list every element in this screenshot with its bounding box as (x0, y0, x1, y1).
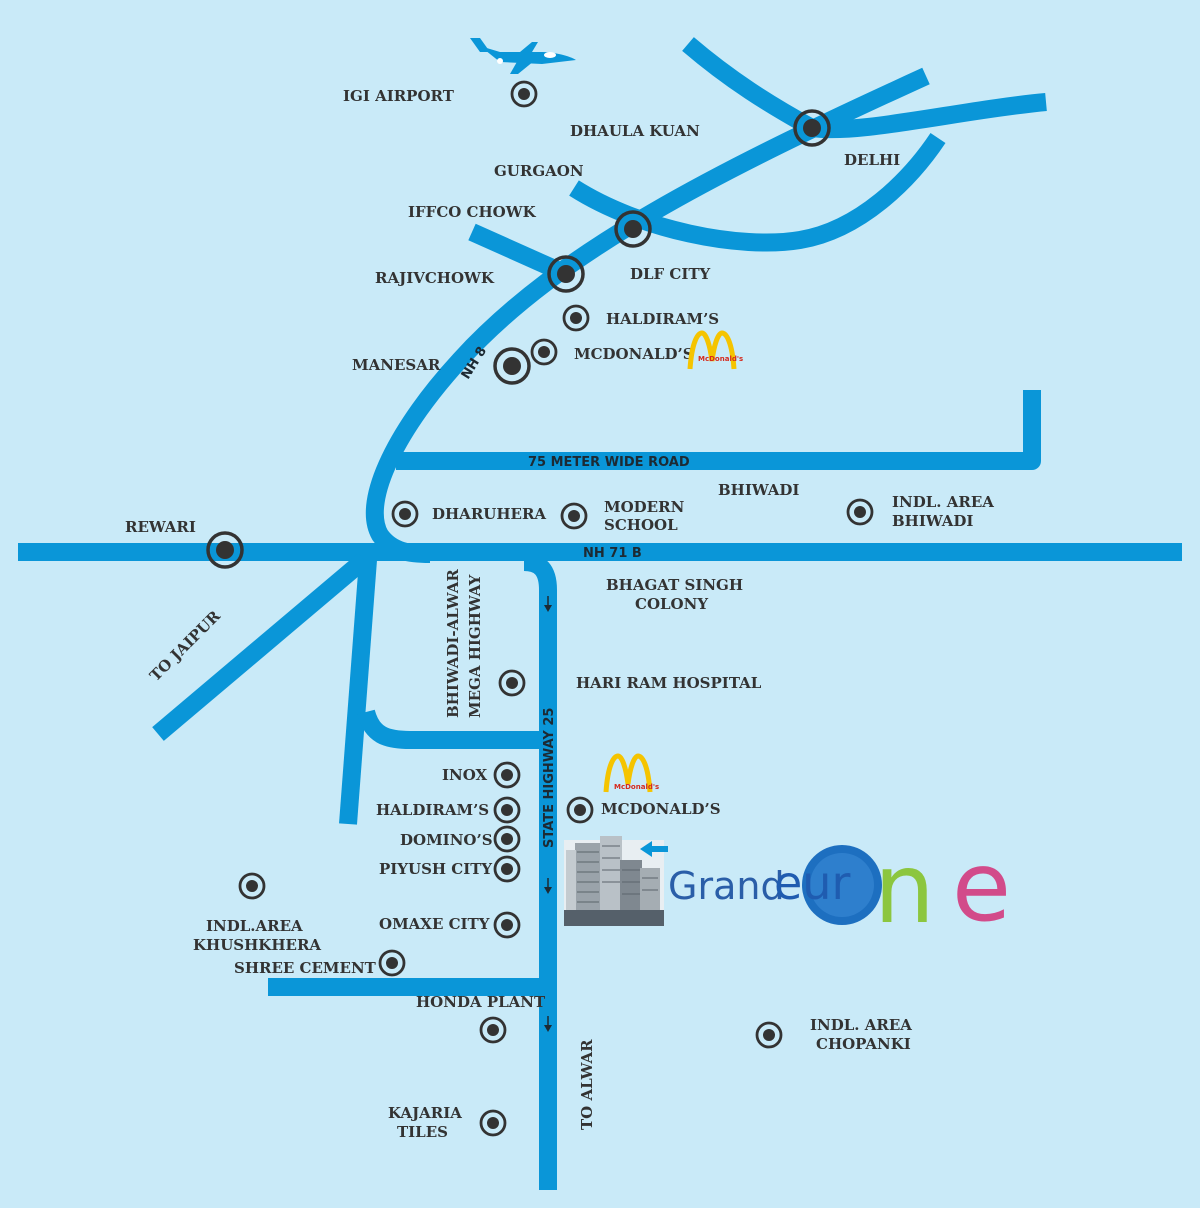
road-sh25 (523, 553, 557, 1190)
location-marker-icon (510, 80, 538, 108)
road-label-mega-2: MEGA HIGHWAY (466, 574, 484, 718)
place-labels: IGI AIRPORT DHAULA KUAN DELHI GURGAON IF… (125, 87, 994, 1141)
label-dominos: DOMINO’S (400, 831, 493, 849)
label-indl-bhiwadi-2: BHIWADI (892, 512, 973, 530)
mcdonalds-logo-icon: McDonald's (603, 753, 659, 793)
label-dhaula-kuan: DHAULA KUAN (570, 122, 700, 140)
brand-text-grand: Grand (668, 864, 785, 908)
location-marker-icon (614, 210, 652, 248)
label-chopanki-1: INDL. AREA (810, 1016, 912, 1034)
mcdonalds-logo-text: McDonald's (614, 783, 659, 791)
road-gurgaon-arc (569, 132, 946, 252)
road-75m (396, 390, 1041, 470)
label-hari-ram-hospital: HARI RAM HOSPITAL (576, 674, 762, 692)
location-marker-icon (530, 338, 558, 366)
location-marker-icon (493, 911, 521, 939)
label-indl-bhiwadi-1: INDL. AREA (892, 493, 994, 511)
label-rajivchowk: RAJIVCHOWK (375, 269, 495, 287)
road-label-nh71b: NH 71 B (583, 546, 642, 561)
label-khushkhera-2: KHUSHKHERA (193, 936, 321, 954)
arrow-down-icon (544, 1016, 552, 1032)
road-to-jaipur (152, 553, 370, 741)
location-marker-icon (238, 872, 266, 900)
road-mega-highway (339, 559, 377, 825)
location-marker-icon (846, 498, 874, 526)
arrow-left-icon (640, 841, 668, 857)
location-marker-icon (562, 304, 590, 332)
brand-text-eur: eur (774, 856, 850, 910)
arrow-down-icon (544, 878, 552, 894)
label-honda-plant: HONDA PLANT (416, 993, 546, 1011)
location-marker-icon (755, 1021, 783, 1049)
label-rewari: REWARI (125, 518, 196, 536)
location-marker-icon (547, 255, 585, 293)
road-connector (357, 709, 548, 749)
road-label-mega-1: BHIWADI-ALWAR (444, 569, 462, 718)
junction-markers (206, 109, 831, 569)
location-marker-icon (493, 347, 531, 385)
label-dharuhera: DHARUHERA (432, 505, 546, 523)
location-marker-icon (378, 949, 406, 977)
mcdonalds-logo-icon: McDonald's (687, 330, 743, 370)
label-iffco-chowk: IFFCO CHOWK (408, 203, 537, 221)
location-marker-icon (493, 761, 521, 789)
label-kajaria-2: TILES (397, 1123, 448, 1141)
place-markers (238, 80, 874, 1137)
roads (18, 37, 1182, 1190)
label-delhi: DELHI (844, 151, 900, 169)
label-gurgaon: GURGAON (494, 162, 584, 180)
location-marker-icon (206, 531, 244, 569)
road-label-sh25: STATE HIGHWAY 25 (542, 708, 557, 848)
location-marker-icon (391, 500, 419, 528)
road-nh8 (365, 67, 930, 563)
label-dlf-city: DLF CITY (630, 265, 711, 283)
location-marker-icon (479, 1109, 507, 1137)
location-marker-icon (479, 1016, 507, 1044)
label-shree-cement: SHREE CEMENT (234, 959, 377, 977)
label-bhagat-singh-1: BHAGAT SINGH (606, 576, 743, 594)
label-manesar: MANESAR (352, 356, 441, 374)
label-piyush-city: PIYUSH CITY (379, 860, 492, 878)
label-igi-airport: IGI AIRPORT (343, 87, 455, 105)
sh25-arrows (544, 596, 552, 1032)
location-marker-icon (793, 109, 831, 147)
label-mcdonalds-top: MCDONALD’S (574, 345, 694, 363)
location-marker-icon (493, 825, 521, 853)
arrow-down-icon (544, 596, 552, 612)
label-kajaria-1: KAJARIA (388, 1104, 462, 1122)
label-haldirams-top: HALDIRAM’S (606, 310, 719, 328)
road-label-75m: 75 METER WIDE ROAD (528, 455, 690, 470)
location-marker-icon (493, 796, 521, 824)
label-bhagat-singh-2: COLONY (635, 595, 708, 613)
airplane-icon (470, 38, 576, 74)
label-mcdonalds-bottom: MCDONALD’S (601, 800, 721, 818)
location-marker-icon (560, 502, 588, 530)
mcdonalds-logo-text: McDonald's (698, 355, 743, 363)
label-modern-school-2: SCHOOL (604, 516, 678, 534)
road-label-to-alwar: TO ALWAR (578, 1039, 596, 1130)
label-haldirams-bottom: HALDIRAM’S (376, 801, 489, 819)
label-khushkhera-1: INDL.AREA (206, 917, 303, 935)
location-marker-icon (493, 855, 521, 883)
label-chopanki-2: CHOPANKI (816, 1035, 911, 1053)
label-omaxe-city: OMAXE CITY (379, 915, 490, 933)
location-marker-icon (566, 796, 594, 824)
brand-text-n: n (874, 833, 935, 945)
location-marker-icon (498, 669, 526, 697)
brand-text-e: e (952, 831, 1011, 943)
label-bhiwadi: BHIWADI (718, 481, 799, 499)
brand-logo: Grand eur n e (668, 831, 1011, 945)
label-inox: INOX (442, 766, 488, 784)
label-modern-school-1: MODERN (604, 498, 685, 516)
building-icon (564, 836, 664, 926)
